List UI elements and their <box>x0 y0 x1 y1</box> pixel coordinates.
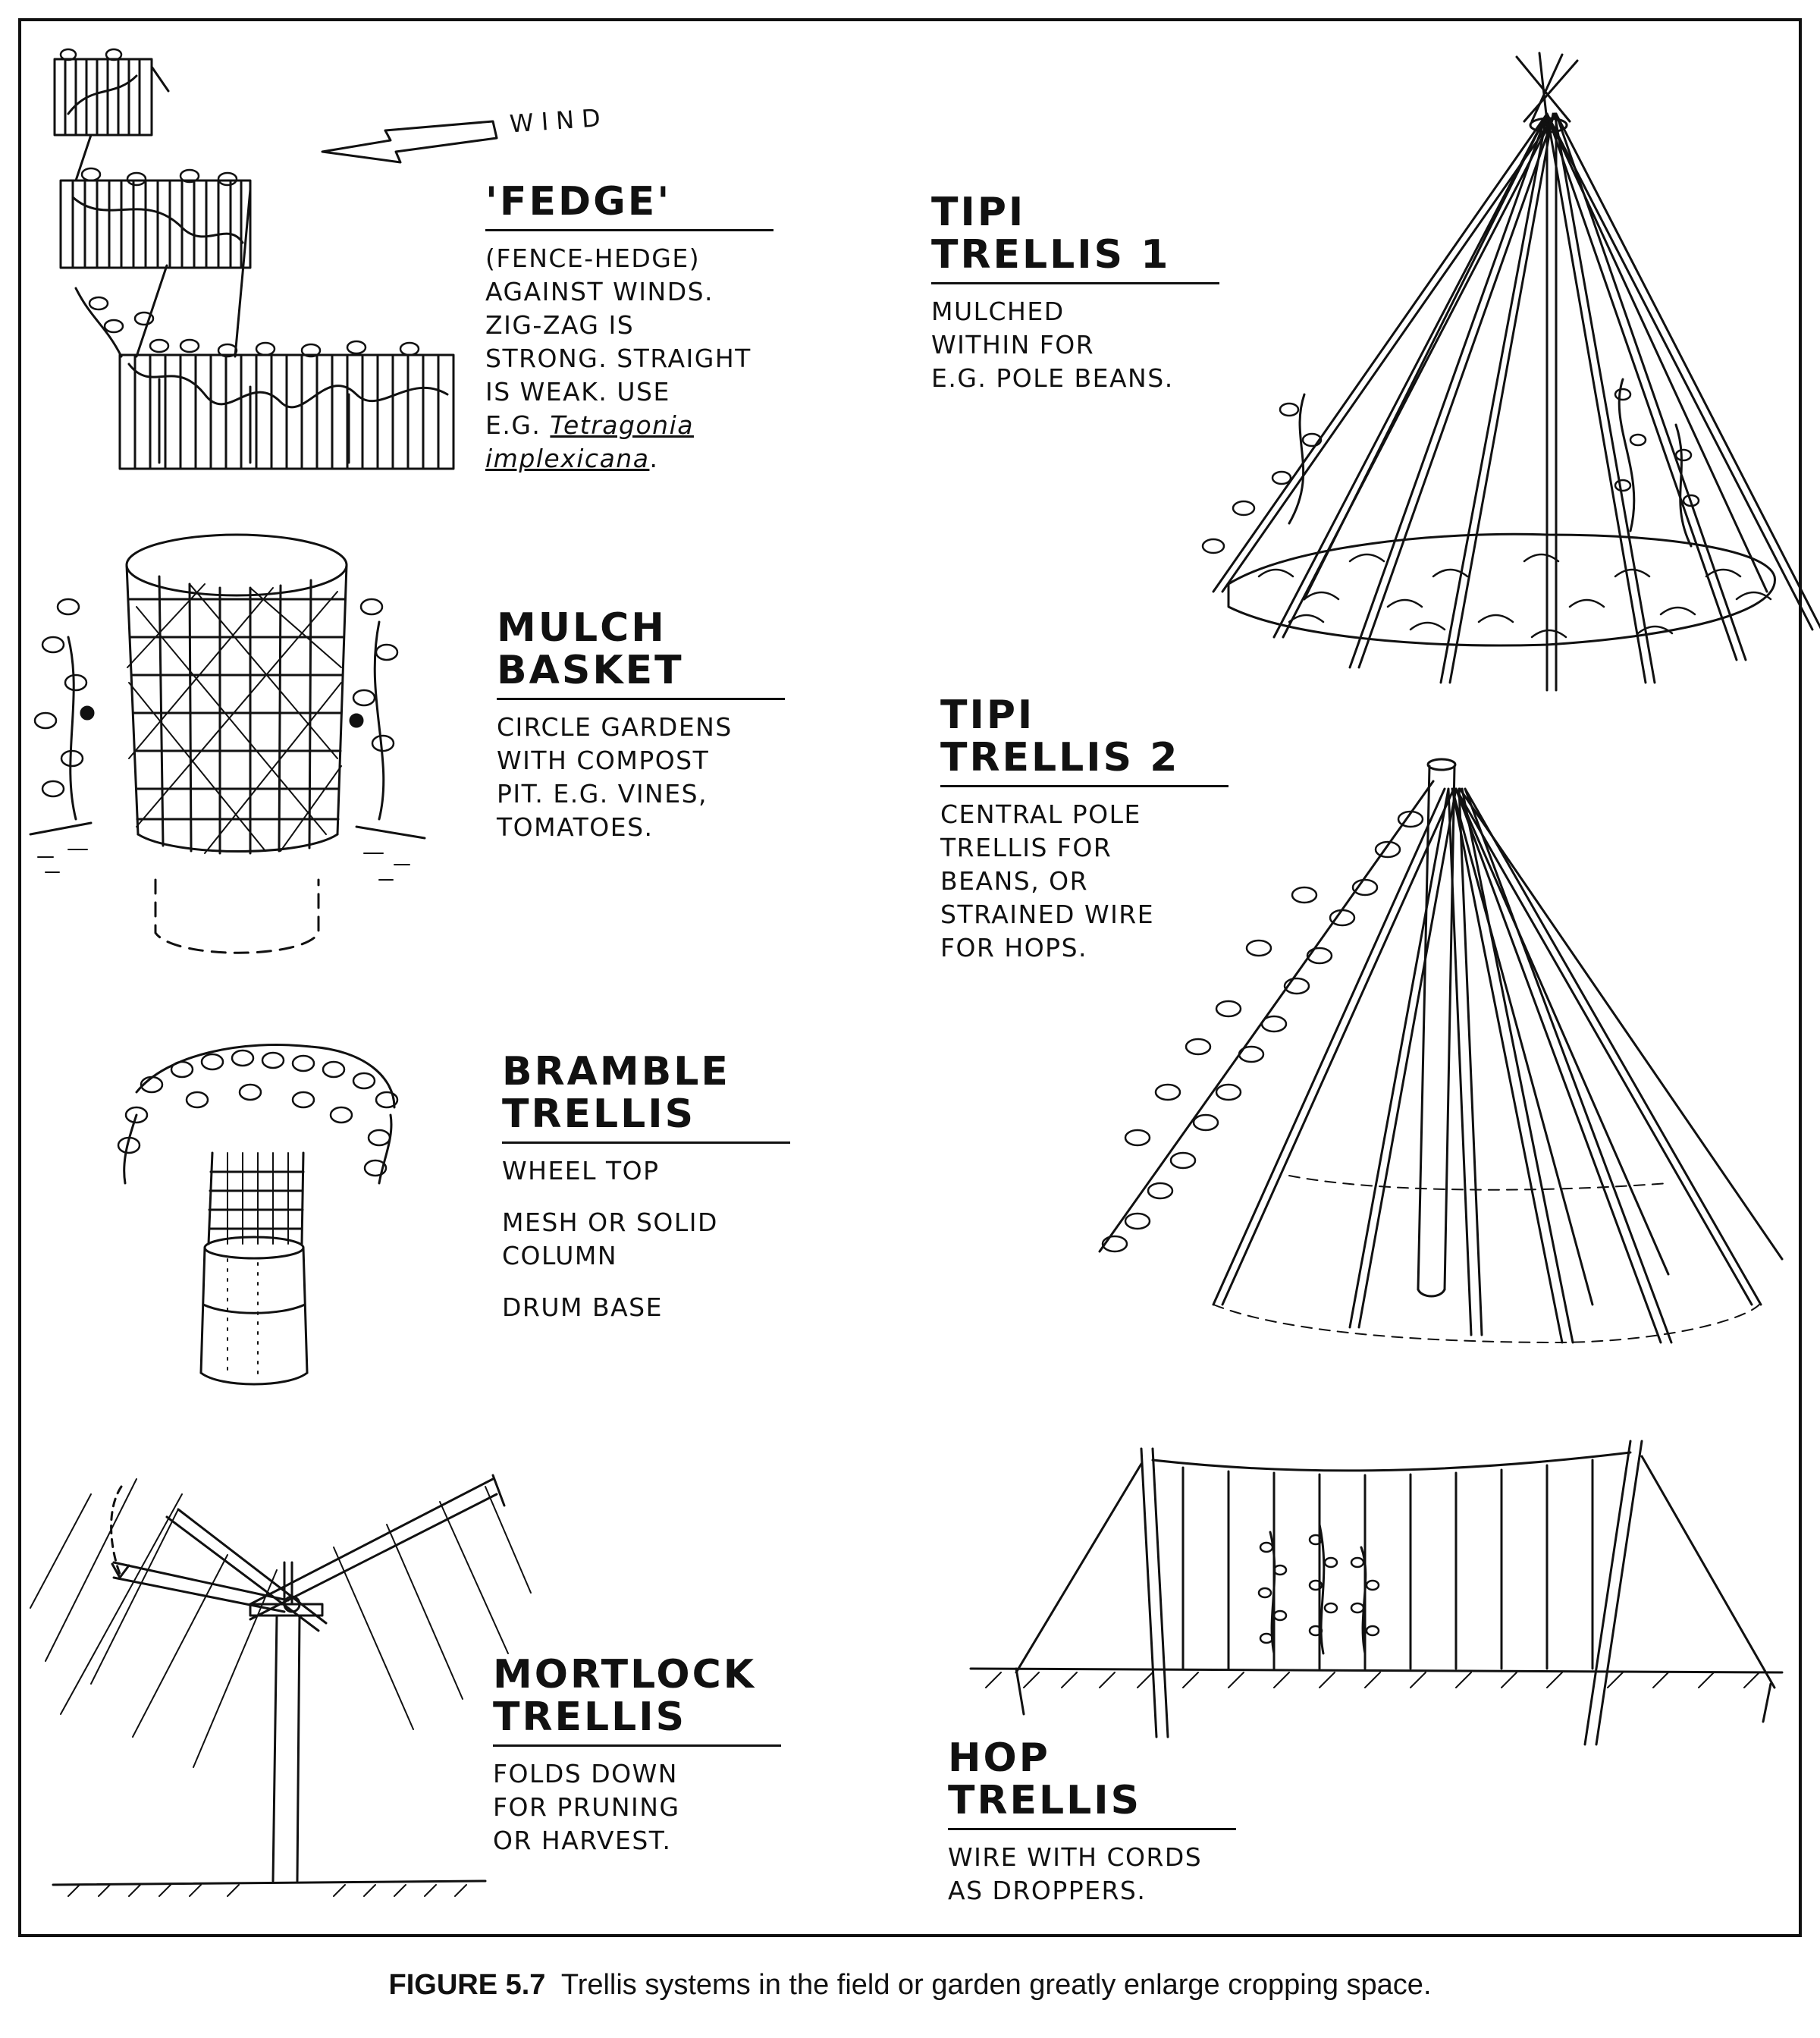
desc-line: FOLDS DOWN <box>493 1759 678 1788</box>
figure-caption: FIGURE 5.7 Trellis systems in the field … <box>0 1969 1820 2002</box>
mulch-basket-illustration <box>29 533 426 954</box>
desc-line: STRONG. STRAIGHT <box>485 344 752 373</box>
figure-caption-text: Trellis systems in the field or garden g… <box>560 1969 1432 2001</box>
desc-line: OR HARVEST. <box>493 1826 672 1855</box>
desc-line: CIRCLE GARDENS <box>497 712 733 742</box>
heading-line: MULCH <box>497 605 667 651</box>
desc-line: CENTRAL POLE <box>940 799 1141 829</box>
heading-rule <box>497 698 785 700</box>
species-name: implexicana <box>485 444 650 473</box>
desc-line: MULCHED <box>931 297 1065 326</box>
mortlock-trellis-description: FOLDS DOWN FOR PRUNING OR HARVEST. <box>493 1757 781 1857</box>
fedge-heading: 'FEDGE' <box>485 181 774 223</box>
desc-line: WHEEL TOP <box>502 1156 660 1185</box>
heading-rule <box>948 1828 1236 1830</box>
desc-line: BEANS, OR <box>940 866 1089 896</box>
mulch-basket-heading: MULCH BASKET <box>497 607 785 692</box>
heading-line: TRELLIS 1 <box>931 232 1171 278</box>
desc-line: ZIG-ZAG IS <box>485 310 635 340</box>
tipi-trellis-1-illustration <box>1201 52 1820 692</box>
heading-line: TRELLIS 2 <box>940 735 1180 780</box>
bramble-trellis-heading: BRAMBLE TRELLIS <box>502 1050 790 1135</box>
desc-line: FOR PRUNING <box>493 1792 680 1822</box>
hop-trellis-text: HOP TRELLIS WIRE WITH CORDS AS DROPPERS. <box>948 1737 1236 1908</box>
desc-line: E.G. Tetragonia <box>485 409 774 442</box>
heading-line: TRELLIS <box>948 1778 1142 1823</box>
hop-trellis-heading: HOP TRELLIS <box>948 1737 1236 1822</box>
desc-line: TOMATOES. <box>497 812 654 842</box>
fedge-description: (FENCE-HEDGE) AGAINST WINDS. ZIG-ZAG IS … <box>485 242 774 476</box>
desc-line: E.G. POLE BEANS. <box>931 363 1174 393</box>
heading-line: BASKET <box>497 648 684 693</box>
heading-line: TRELLIS <box>502 1091 696 1137</box>
tipi-trellis-1-heading: TIPI TRELLIS 1 <box>931 191 1219 276</box>
desc-line: AS DROPPERS. <box>948 1876 1147 1905</box>
desc-line: WITHIN FOR <box>931 330 1095 360</box>
heading-rule <box>940 785 1228 787</box>
heading-rule <box>493 1744 781 1747</box>
tipi-trellis-1-text: TIPI TRELLIS 1 MULCHED WITHIN FOR E.G. P… <box>931 191 1219 395</box>
desc-line: FOR HOPS. <box>940 933 1088 962</box>
desc-line: WITH COMPOST <box>497 746 710 775</box>
tipi-trellis-2-text: TIPI TRELLIS 2 CENTRAL POLE TRELLIS FOR … <box>940 694 1228 965</box>
desc-line: DRUM BASE <box>502 1292 663 1322</box>
desc-line: PIT. E.G. VINES, <box>497 779 708 809</box>
desc-line: implexicana. <box>485 444 659 473</box>
desc-line: STRAINED WIRE <box>940 900 1155 929</box>
heading-rule <box>502 1141 790 1144</box>
heading-line: TRELLIS <box>493 1694 687 1740</box>
fedge-text: 'FEDGE' (FENCE-HEDGE) AGAINST WINDS. ZIG… <box>485 181 774 476</box>
bramble-trellis-description: WHEEL TOP MESH OR SOLID COLUMN DRUM BASE <box>502 1154 790 1324</box>
eg-label: E.G. <box>485 410 541 440</box>
fedge-illustration <box>53 48 455 470</box>
heading-line: BRAMBLE <box>502 1049 730 1094</box>
bramble-trellis-illustration <box>117 1044 399 1386</box>
figure-label: FIGURE 5.7 <box>388 1969 546 2001</box>
tipi-trellis-2-description: CENTRAL POLE TRELLIS FOR BEANS, OR STRAI… <box>940 798 1228 965</box>
wind-arrow-icon <box>321 120 498 164</box>
desc-line: COLUMN <box>502 1241 618 1270</box>
heading-line: 'FEDGE' <box>485 179 672 225</box>
tipi-trellis-1-description: MULCHED WITHIN FOR E.G. POLE BEANS. <box>931 295 1219 395</box>
desc-line: AGAINST WINDS. <box>485 277 714 306</box>
bramble-trellis-text: BRAMBLE TRELLIS WHEEL TOP MESH OR SOLID … <box>502 1050 790 1324</box>
mortlock-trellis-text: MORTLOCK TRELLIS FOLDS DOWN FOR PRUNING … <box>493 1653 781 1857</box>
hop-trellis-illustration <box>969 1440 1784 1746</box>
tipi-trellis-2-illustration <box>1098 758 1784 1344</box>
heading-rule <box>931 282 1219 284</box>
mulch-basket-description: CIRCLE GARDENS WITH COMPOST PIT. E.G. VI… <box>497 711 785 844</box>
desc-line: TRELLIS FOR <box>940 833 1112 862</box>
heading-line: MORTLOCK <box>493 1652 757 1697</box>
mulch-basket-text: MULCH BASKET CIRCLE GARDENS WITH COMPOST… <box>497 607 785 844</box>
desc-line: WIRE WITH CORDS <box>948 1842 1203 1872</box>
heading-line: TIPI <box>931 190 1026 235</box>
mortlock-trellis-illustration <box>30 1474 532 1897</box>
species-name: Tetragonia <box>550 410 694 440</box>
mortlock-trellis-heading: MORTLOCK TRELLIS <box>493 1653 781 1738</box>
heading-rule <box>485 229 774 231</box>
desc-line: MESH OR SOLID <box>502 1207 718 1237</box>
heading-line: HOP <box>948 1735 1050 1781</box>
tipi-trellis-2-heading: TIPI TRELLIS 2 <box>940 694 1228 779</box>
desc-line: (FENCE-HEDGE) <box>485 243 701 273</box>
desc-line: IS WEAK. USE <box>485 377 670 407</box>
hop-trellis-description: WIRE WITH CORDS AS DROPPERS. <box>948 1841 1236 1908</box>
heading-line: TIPI <box>940 692 1035 738</box>
